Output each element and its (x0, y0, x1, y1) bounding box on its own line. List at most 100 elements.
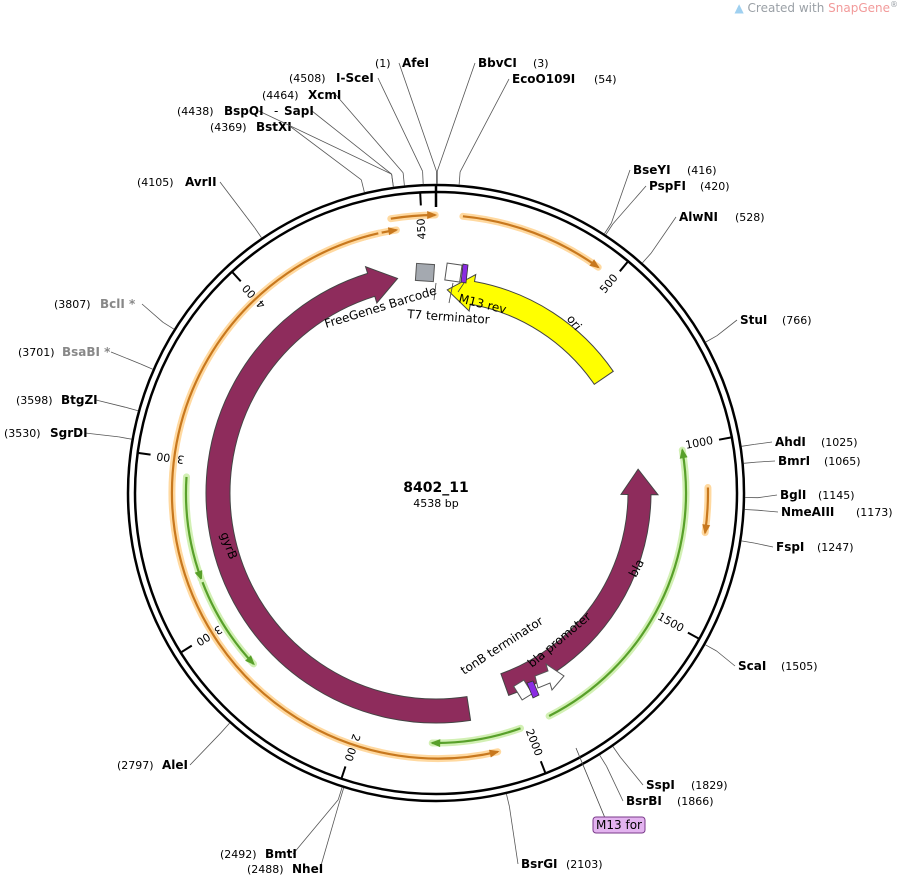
site-connector (436, 62, 476, 172)
site-name[interactable]: XcmI (308, 88, 341, 102)
site-leader (642, 253, 652, 264)
site-position: (4438) (177, 105, 214, 118)
site-connector (754, 441, 773, 445)
site-name[interactable]: BtgZI (61, 393, 98, 407)
site-name[interactable]: AleI (162, 758, 188, 772)
site-connector (290, 126, 362, 181)
site-name[interactable]: AlwNI (679, 210, 718, 224)
tick-mark (539, 760, 547, 773)
site-position: (420) (700, 180, 730, 193)
site-connector (650, 216, 677, 254)
t7-terminator-label: T7 terminator (406, 307, 490, 327)
site-name[interactable]: BmtI (265, 847, 297, 861)
site-connector (319, 800, 341, 870)
site-name[interactable]: NheI (292, 862, 323, 876)
orf-arc-arrowhead (387, 227, 399, 236)
bla-arrow[interactable] (500, 468, 660, 696)
m13-for-marker[interactable] (526, 680, 540, 699)
orf-arc-arrowhead (589, 259, 600, 269)
site-name[interactable]: BseYI (633, 163, 671, 177)
gyrb-arrow[interactable] (205, 265, 472, 724)
site-name[interactable]: BglI (780, 488, 806, 502)
m13-for-label: M13 for (596, 818, 642, 832)
site-name[interactable]: ScaI (738, 659, 766, 673)
site-name[interactable]: SapI (284, 104, 314, 118)
site-name[interactable]: BstXI (256, 120, 292, 134)
primer-arc[interactable] (201, 581, 255, 665)
primer-arc-arrowhead (679, 448, 688, 459)
tonb-terminator-box[interactable] (512, 679, 534, 701)
site-leader (705, 644, 717, 652)
m13-for-badge[interactable] (592, 816, 646, 834)
site-leader (118, 436, 132, 440)
site-connector (612, 185, 647, 225)
site-position: (1025) (821, 436, 858, 449)
site-position: (1065) (824, 455, 861, 468)
site-name[interactable]: SspI (646, 778, 675, 792)
orf-arc[interactable] (170, 232, 498, 760)
ori-arrow[interactable] (446, 273, 614, 386)
bla-promoter-arrow[interactable] (534, 662, 565, 692)
orf-arc[interactable] (462, 215, 599, 269)
site-name[interactable]: StuI (740, 313, 767, 327)
site-position: (528) (735, 211, 765, 224)
t7-terminator-box[interactable] (444, 262, 463, 283)
site-name[interactable]: AhdI (775, 435, 806, 449)
site-connector (110, 351, 142, 365)
site-name[interactable]: PspFI (649, 179, 686, 193)
site-position: (1866) (677, 795, 714, 808)
tick-mark (340, 766, 347, 779)
site-name[interactable]: BbvCI (478, 56, 517, 70)
watermark-prefix: Created with (747, 1, 825, 15)
site-position: (3807) (54, 298, 91, 311)
site-name[interactable]: BsrGI (521, 857, 558, 871)
site-name[interactable]: EcoO109I (512, 72, 575, 86)
site-position: (4464) (262, 89, 299, 102)
freegenes-barcode-box[interactable] (414, 262, 436, 283)
primer-arc[interactable] (548, 449, 688, 717)
m13-rev-marker[interactable] (460, 263, 469, 284)
site-leader (360, 179, 365, 193)
site-name[interactable]: BmrI (778, 454, 810, 468)
site-position: (2103) (566, 858, 603, 871)
site-leader (125, 406, 139, 412)
site-leader (599, 754, 607, 767)
site-connector (756, 460, 776, 463)
site-connector (606, 766, 624, 802)
site-name[interactable]: NmeAIII (781, 505, 834, 519)
site-connector (311, 110, 392, 175)
site-position: (1173) (856, 506, 893, 519)
tick-mark (138, 452, 151, 456)
site-name[interactable]: SgrDI (50, 426, 88, 440)
site-position: (3530) (4, 427, 41, 440)
site-position: (4105) (137, 176, 174, 189)
site-position: (2492) (220, 848, 257, 861)
tick-label: 2000 (523, 727, 545, 758)
site-name[interactable]: BsrBI (626, 794, 662, 808)
site-name[interactable]: BsaBI * (62, 345, 111, 359)
site-name[interactable]: AfeI (402, 56, 429, 70)
tick-mark (419, 193, 422, 206)
site-name[interactable]: FspI (776, 540, 804, 554)
primer-arc-arrowhead (430, 739, 441, 748)
orf-arc-arrowhead (427, 211, 438, 219)
tick-mark (231, 271, 242, 282)
site-position: (3598) (16, 394, 53, 407)
watermark-icon: ▲ (734, 1, 744, 15)
primer-arc-arrowhead (245, 655, 255, 666)
orf-arc-arrowhead (489, 749, 500, 758)
site-leader (744, 509, 758, 511)
site-name[interactable]: AvrII (185, 175, 217, 189)
site-position: (1145) (818, 489, 855, 502)
primer-arc[interactable] (184, 476, 203, 580)
site-position: (54) (594, 73, 617, 86)
site-connector (189, 732, 222, 766)
site-name[interactable]: BspQI (224, 104, 264, 118)
site-name[interactable]: I-SceI (336, 71, 374, 85)
site-position: (1247) (817, 541, 854, 554)
site-position: (2488) (247, 863, 284, 876)
site-position: (4508) (289, 72, 326, 85)
site-name[interactable]: BclI * (100, 297, 136, 311)
site-position: (3) (533, 57, 549, 70)
